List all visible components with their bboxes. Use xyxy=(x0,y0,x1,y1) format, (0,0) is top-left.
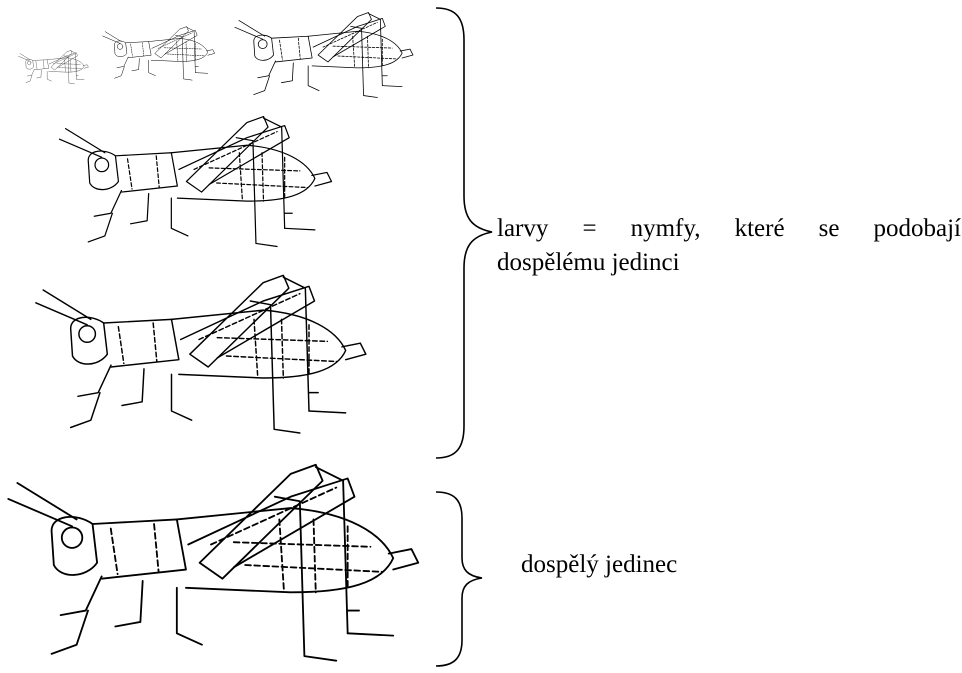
larvae-brace xyxy=(430,6,500,462)
adult-label: dospělý jedinec xyxy=(521,548,677,582)
nymph-stage-5-illustration xyxy=(34,266,364,451)
larvae-label-line2: dospělému jedinci xyxy=(497,249,680,276)
larvae-label-line1: larvy = nymfy, které se podobají xyxy=(497,212,961,246)
adult-grasshopper-illustration xyxy=(6,462,416,673)
nymph-stage-1-illustration xyxy=(18,40,88,100)
larvae-label: larvy = nymfy, které se podobají dospělé… xyxy=(497,212,962,280)
nymph-stage-3-illustration xyxy=(234,8,412,109)
nymph-stage-2-illustration xyxy=(102,14,214,99)
nymph-stage-4-illustration xyxy=(58,112,330,259)
adult-brace xyxy=(432,490,492,668)
